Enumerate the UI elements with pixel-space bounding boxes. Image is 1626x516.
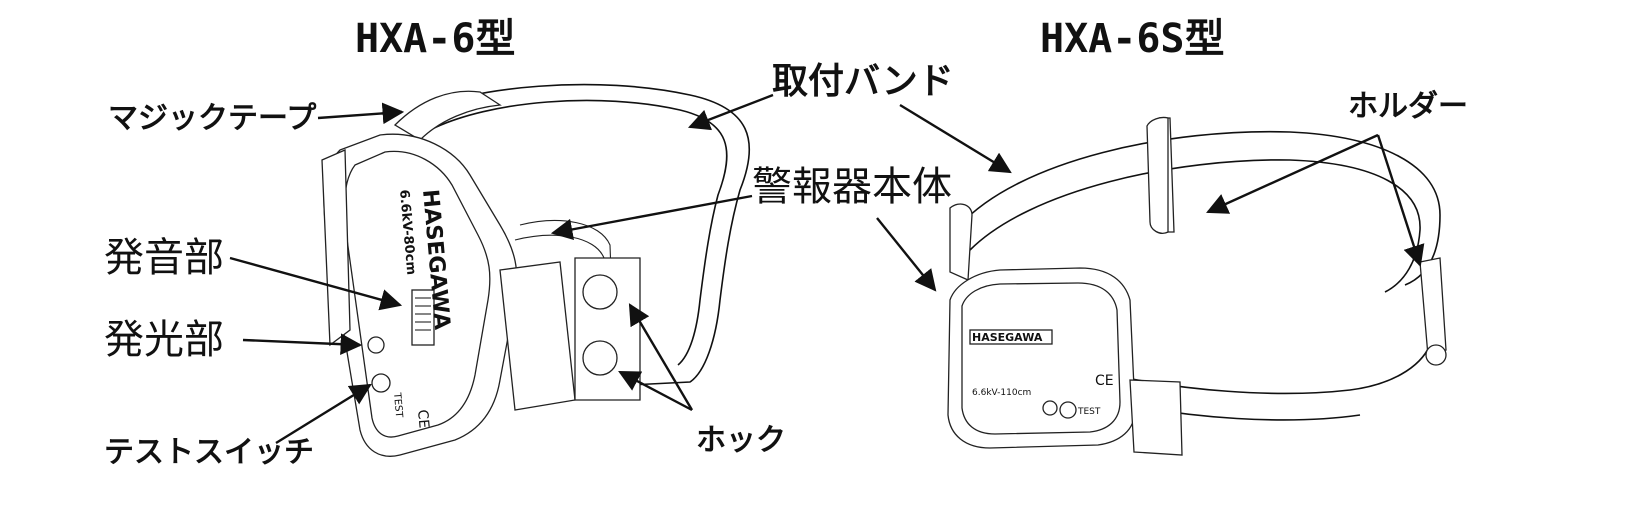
arrow-alarm-body-right bbox=[876, 217, 937, 292]
arrow-test-switch bbox=[275, 383, 372, 445]
arrow-magic-tape bbox=[317, 102, 405, 125]
label-hook: ホック bbox=[696, 423, 786, 458]
hxa6s-spec-marking: 6.6kV-110cm bbox=[972, 388, 1031, 398]
hxa6-spec-marking: 6.6kV-80cm bbox=[396, 189, 418, 276]
title-hxa6: HXA-6型 bbox=[355, 16, 515, 62]
arrow-sound-part bbox=[229, 256, 403, 311]
hxa6s-brand-marking: HASEGAWA bbox=[972, 331, 1043, 344]
arrow-alarm-body-left bbox=[550, 194, 753, 241]
label-alarm-body: 警報器本体 bbox=[752, 164, 952, 210]
arrow-hook-upper bbox=[628, 303, 694, 411]
label-holder: ホルダー bbox=[1348, 89, 1468, 124]
hxa6s-ce-marking: CE bbox=[1095, 373, 1114, 389]
arrow-mount-band bbox=[687, 93, 774, 131]
label-magic-tape: マジックテープ bbox=[108, 101, 317, 136]
hxa6s-test-marking: TEST bbox=[1077, 407, 1101, 417]
hxa6-ce-marking: CE bbox=[414, 409, 432, 429]
hxa6s-illustration: HASEGAWA 6.6kV-110cm TEST CE bbox=[947, 116, 1447, 456]
arrow-mount-band-right bbox=[899, 103, 1012, 174]
hxa6-test-marking: TEST bbox=[391, 391, 404, 419]
label-test-switch: テストスイッチ bbox=[104, 435, 314, 470]
label-mount-band: 取付バンド bbox=[772, 61, 954, 102]
arrow-light-part bbox=[242, 333, 363, 355]
arrow-holder-top bbox=[1206, 133, 1379, 214]
title-hxa6s: HXA-6S型 bbox=[1040, 16, 1225, 62]
label-sound-part: 発音部 bbox=[104, 235, 224, 281]
hxa6-illustration: 6.6kV-80cm HASEGAWA TEST CE bbox=[321, 83, 751, 457]
arrow-hook-lower bbox=[618, 370, 693, 412]
label-light-part: 発光部 bbox=[104, 317, 224, 363]
arrow-holder-side bbox=[1376, 134, 1425, 268]
